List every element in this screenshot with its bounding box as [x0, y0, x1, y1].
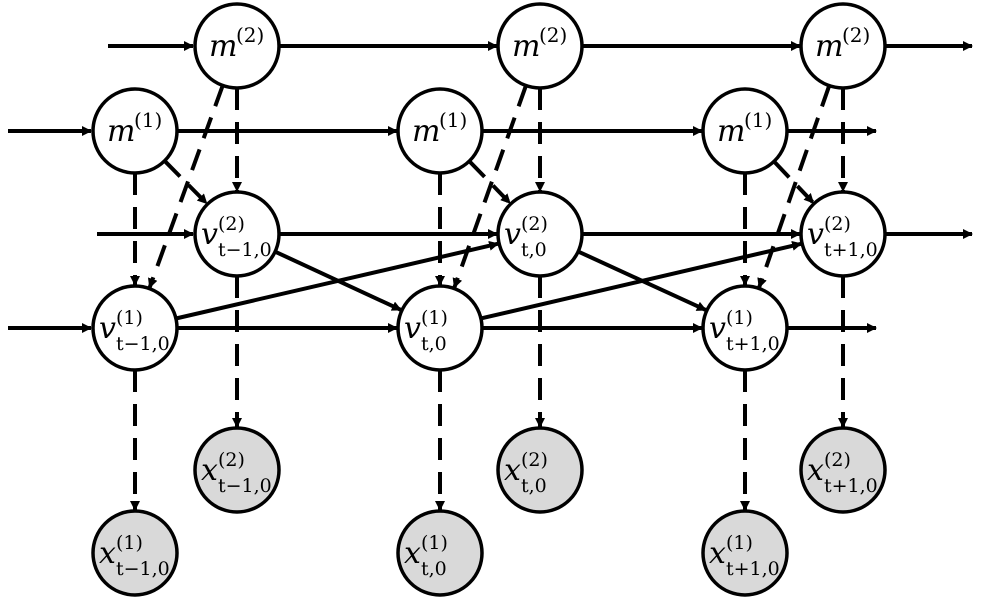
node-m2_0: m(2): [193, 2, 281, 90]
node-x1_2: x(1) t+1,0: [701, 509, 789, 597]
node-circle: [701, 284, 789, 372]
node-label-superscript: (1): [726, 307, 753, 329]
node-v2_0: v(2) t−1,0: [193, 190, 281, 278]
node-x1_1: x(1) t,0: [396, 509, 484, 597]
node-label-superscript: (2): [824, 213, 851, 235]
node-circle: [496, 2, 584, 90]
node-m2_2: m(2): [799, 2, 887, 90]
node-label-superscript: (2): [521, 449, 548, 471]
node-label-subscript: t+1,0: [726, 333, 780, 355]
node-label-base: v: [807, 217, 824, 252]
node-label-base: v: [709, 311, 726, 346]
node-circle: [396, 284, 484, 372]
node-circle: [193, 2, 281, 90]
node-label-superscript: (2): [218, 213, 245, 235]
node-label-base: v: [504, 217, 521, 252]
node-circle: [193, 426, 281, 514]
node-label-subscript: t−1,0: [218, 475, 272, 497]
node-label-base: x: [807, 453, 824, 488]
node-x1_0: x(1) t−1,0: [91, 509, 179, 597]
node-label-superscript: (1): [134, 108, 162, 132]
node-label-base: x: [201, 453, 218, 488]
node-circle: [396, 509, 484, 597]
edge-m2_1-to-v1_1: [452, 84, 528, 289]
node-label-superscript: (1): [421, 307, 448, 329]
node-label-superscript: (1): [116, 307, 143, 329]
node-label-superscript: (2): [824, 449, 851, 471]
node-label-superscript: (2): [842, 23, 870, 47]
edge-m1_2-to-v2_2: [772, 160, 815, 205]
node-m2_1: m(2): [496, 2, 584, 90]
node-m1_1: m(1): [396, 87, 484, 175]
node-circle: [799, 426, 887, 514]
node-label-superscript: (2): [218, 449, 245, 471]
node-circle: [91, 284, 179, 372]
edge-m2_0-to-v1_0: [147, 84, 225, 289]
node-circle: [701, 509, 789, 597]
node-label-subscript: t+1,0: [726, 558, 780, 580]
node-label-base: m: [209, 29, 237, 64]
node-v2_2: v(2) t+1,0: [799, 190, 887, 278]
node-circle: [91, 87, 179, 175]
node-m1_2: m(1): [701, 87, 789, 175]
node-v1_2: v(1) t+1,0: [701, 284, 789, 372]
node-circle: [799, 2, 887, 90]
node-label-base: v: [404, 311, 421, 346]
node-label-subscript: t+1,0: [824, 239, 878, 261]
node-label-subscript: t,0: [421, 558, 447, 580]
edge-v1_1-to-v2_2: [480, 240, 803, 321]
boundary-arrows: [8, 41, 973, 333]
node-label-superscript: (1): [116, 532, 143, 554]
edge-v1_0-to-v2_1: [175, 240, 500, 321]
node-circle: [91, 509, 179, 597]
node-label-base: x: [504, 453, 521, 488]
node-label-base: m: [815, 29, 843, 64]
node-circle: [496, 426, 584, 514]
edge-m1_0-to-v2_0: [163, 159, 209, 205]
node-label-base: m: [412, 114, 440, 149]
node-v2_1: v(2) t,0: [496, 190, 584, 278]
node-v1_1: v(1) t,0: [396, 284, 484, 372]
node-x2_0: x(2) t−1,0: [193, 426, 281, 514]
node-circle: [701, 87, 789, 175]
node-label-subscript: t−1,0: [116, 558, 170, 580]
node-label-base: v: [99, 311, 116, 346]
node-label-base: m: [717, 114, 745, 149]
edge-m2_2-to-v1_2: [757, 85, 832, 289]
node-x2_2: x(2) t+1,0: [799, 426, 887, 514]
node-label-superscript: (2): [236, 23, 264, 47]
node-label-superscript: (1): [439, 108, 467, 132]
node-label-subscript: t+1,0: [824, 475, 878, 497]
edges-layer: [130, 41, 848, 511]
node-label-subscript: t−1,0: [116, 333, 170, 355]
node-label-subscript: t,0: [421, 333, 447, 355]
node-label-superscript: (2): [521, 213, 548, 235]
node-label-base: x: [709, 536, 726, 571]
node-label-base: x: [404, 536, 421, 571]
node-label-base: x: [99, 536, 116, 571]
node-label-subscript: t,0: [521, 475, 547, 497]
node-label-subscript: t−1,0: [218, 239, 272, 261]
node-label-base: v: [201, 217, 218, 252]
node-circle: [396, 87, 484, 175]
node-m1_0: m(1): [91, 87, 179, 175]
node-circle: [496, 190, 584, 278]
edge-m1_1-to-v2_1: [467, 159, 512, 205]
node-label-superscript: (1): [726, 532, 753, 554]
node-label-base: m: [512, 29, 540, 64]
node-label-superscript: (1): [421, 532, 448, 554]
node-label-subscript: t,0: [521, 239, 547, 261]
node-label-superscript: (1): [744, 108, 772, 132]
node-circle: [193, 190, 281, 278]
node-label-base: m: [107, 114, 135, 149]
node-x2_1: x(2) t,0: [496, 426, 584, 514]
node-circle: [799, 190, 887, 278]
node-label-superscript: (2): [539, 23, 567, 47]
node-v1_0: v(1) t−1,0: [91, 284, 179, 372]
